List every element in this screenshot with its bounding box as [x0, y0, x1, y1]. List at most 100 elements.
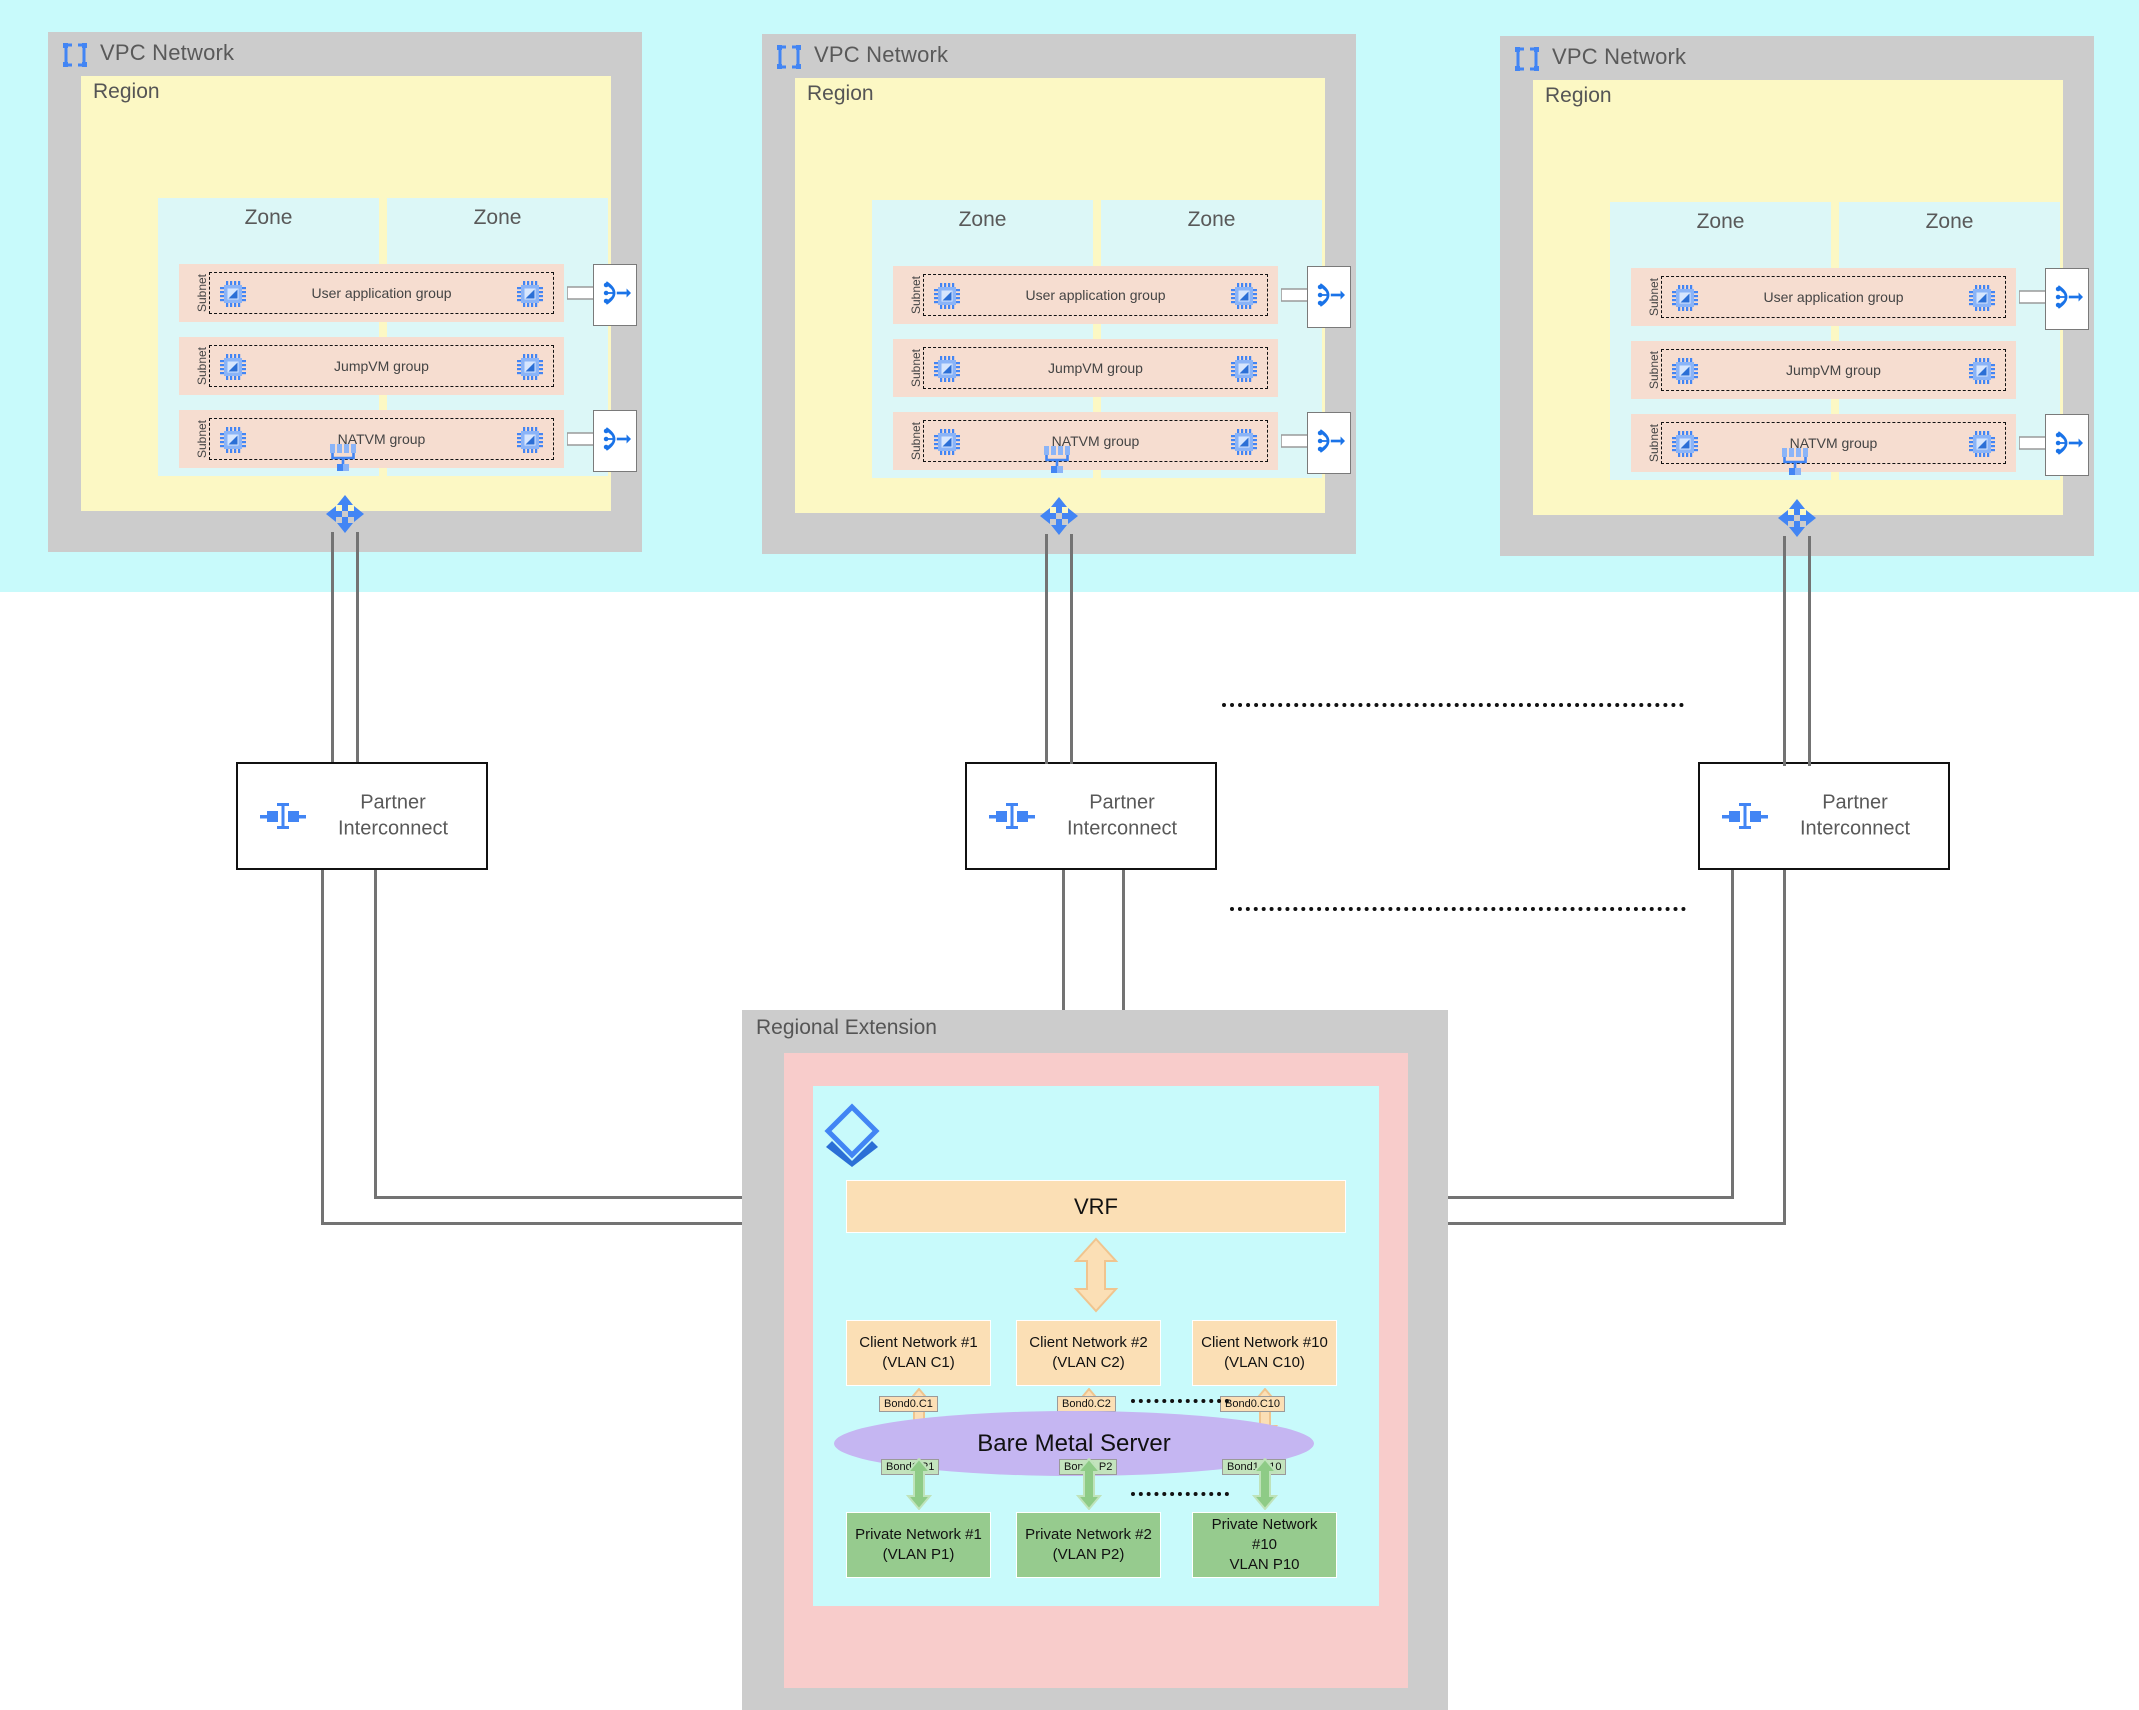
client-network-2[interactable]: Client Network #2 (VLAN C2) [1016, 1320, 1161, 1386]
vm-instance-icon [1672, 358, 1698, 384]
vpc-network-title: VPC Network [1552, 44, 1687, 69]
load-balancer-icon [599, 275, 631, 316]
instance-group-label: NATVM group [1789, 435, 1878, 451]
subnet-row-1: Subnet User application group [179, 264, 564, 322]
subnet-row-2: Subnet JumpVM group [1631, 341, 2016, 399]
private-network-name: Private Network [1211, 1516, 1318, 1534]
vm-instance-icon [1969, 285, 1995, 311]
subnet-label: Subnet [1647, 350, 1662, 390]
client-network-name: Client Network #1 [859, 1334, 978, 1352]
partner-interconnect-3[interactable]: Partner Interconnect [1698, 762, 1950, 870]
vm-instance-icon [220, 427, 246, 453]
instance-group-2[interactable]: JumpVM group [209, 345, 554, 387]
zone-label: Zone [1187, 208, 1236, 231]
vm-instance-icon [1231, 429, 1257, 455]
partner-interconnect-icon [260, 799, 306, 833]
cloud-router-icon [325, 494, 365, 534]
private-network-1-arrow [905, 1457, 932, 1515]
partner-interconnect-icon [1722, 799, 1768, 833]
instance-group-3[interactable]: NATVM group [1661, 422, 2006, 464]
vpc-network-icon [776, 44, 802, 70]
private-network-vlan2: VLAN P10 [1229, 1555, 1300, 1573]
client-network-1[interactable]: Client Network #1 (VLAN C1) [846, 1320, 991, 1386]
region-label: Region [1545, 84, 1612, 107]
vm-instance-icon [1231, 283, 1257, 309]
private-network-vlan: (VLAN P1) [882, 1546, 955, 1563]
zone-label: Zone [244, 206, 293, 229]
vm-instance-icon [517, 281, 543, 307]
vm-instance-icon [934, 356, 960, 382]
cloud-router-icon [1777, 498, 1817, 538]
load-balancer-3[interactable] [593, 410, 637, 472]
private-network-vlan: (VLAN P2) [1052, 1546, 1125, 1563]
instance-group-3[interactable]: NATVM group [923, 420, 1268, 462]
instance-group-label: NATVM group [1051, 433, 1140, 449]
instance-group-1[interactable]: User application group [209, 272, 554, 314]
instance-group-label: JumpVM group [1048, 360, 1143, 376]
private-network-vlan: #10 [1251, 1536, 1278, 1554]
link-router-to-pi-1-a [331, 532, 334, 762]
region-box-1: Region Zone Zone Subnet [81, 76, 624, 511]
subnet-label: Subnet [1647, 277, 1662, 317]
subnet-row-1: Subnet User application group [1631, 268, 2016, 326]
partner-interconnect-label: Partner Interconnect [1047, 790, 1197, 841]
load-balancer-1[interactable] [593, 264, 637, 326]
instance-group-1[interactable]: User application group [1661, 276, 2006, 318]
vm-instance-icon [517, 427, 543, 453]
region-label: Region [93, 80, 160, 103]
link-router-to-pi-3-a [1783, 536, 1786, 766]
client-network-name: Client Network #2 [1029, 1334, 1148, 1352]
vrf-box[interactable]: VRF [846, 1180, 1346, 1233]
regional-extension-title: Regional Extension [756, 1016, 937, 1039]
dotted-divider-bottom [1230, 907, 1686, 911]
load-balancer-3[interactable] [1307, 412, 1351, 474]
pi-label-line2: Interconnect [1066, 817, 1178, 839]
partner-interconnect-2[interactable]: Partner Interconnect [965, 762, 1217, 870]
cloud-router-icon [1039, 496, 1079, 536]
subnet-row-2: Subnet JumpVM group [893, 339, 1278, 397]
partner-interconnect-1[interactable]: Partner Interconnect [236, 762, 488, 870]
private-network-1[interactable]: Private Network #1 (VLAN P1) [846, 1512, 991, 1578]
layers-icon [822, 1103, 882, 1167]
load-balancer-3[interactable] [2045, 414, 2089, 476]
dotted-divider-top [1222, 703, 1684, 707]
link-pi1-to-vrf-a-horiz [321, 1222, 846, 1225]
bond-tag-client-1: Bond0.C1 [879, 1396, 938, 1412]
link-pi3-to-vrf-b-horiz [1346, 1196, 1734, 1199]
vpc-network-icon [1514, 46, 1540, 72]
private-network-ellipsis [1131, 1492, 1229, 1496]
load-balancer-icon [1313, 277, 1345, 318]
instance-group-3[interactable]: NATVM group [209, 418, 554, 460]
private-network-name: Private Network #1 [855, 1526, 982, 1544]
subnet-row-3: Subnet NATVM group [179, 410, 564, 468]
partner-interconnect-label: Partner Interconnect [318, 790, 468, 841]
pi-label-line1: Partner [1089, 791, 1155, 814]
subnet-label: Subnet [909, 275, 924, 315]
private-network-3-arrow [1251, 1457, 1278, 1515]
client-network-vlan: (VLAN C10) [1224, 1354, 1305, 1371]
link-router-to-pi-2-a [1045, 534, 1048, 764]
vpc-network-2: VPC Network Region Zone Zone Subnet [762, 34, 1356, 554]
load-balancer-1[interactable] [1307, 266, 1351, 328]
load-balancer-1[interactable] [2045, 268, 2089, 330]
subnet-label: Subnet [195, 346, 210, 386]
instance-group-2[interactable]: JumpVM group [1661, 349, 2006, 391]
subnet-label: Subnet [1647, 423, 1662, 463]
instance-group-1[interactable]: User application group [923, 274, 1268, 316]
bond-tag-client-3: Bond0.C10 [1220, 1396, 1286, 1412]
private-network-2[interactable]: Private Network #2 (VLAN P2) [1016, 1512, 1161, 1578]
vm-instance-icon [220, 354, 246, 380]
vm-instance-icon [1672, 431, 1698, 457]
instance-group-2[interactable]: JumpVM group [923, 347, 1268, 389]
zone-label: Zone [473, 206, 522, 229]
link-pi3-to-vrf-a-horiz [1346, 1222, 1786, 1225]
load-balancer-icon [2051, 425, 2083, 466]
network-switch-icon [328, 444, 362, 474]
private-network-name: Private Network #2 [1025, 1526, 1152, 1544]
subnet-row-2: Subnet JumpVM group [179, 337, 564, 395]
link-pi1-to-vrf-a-vert [321, 870, 324, 1222]
client-network-3[interactable]: Client Network #10 (VLAN C10) [1192, 1320, 1337, 1386]
client-network-ellipsis [1131, 1399, 1229, 1403]
subnet-row-3: Subnet NATVM group [1631, 414, 2016, 472]
